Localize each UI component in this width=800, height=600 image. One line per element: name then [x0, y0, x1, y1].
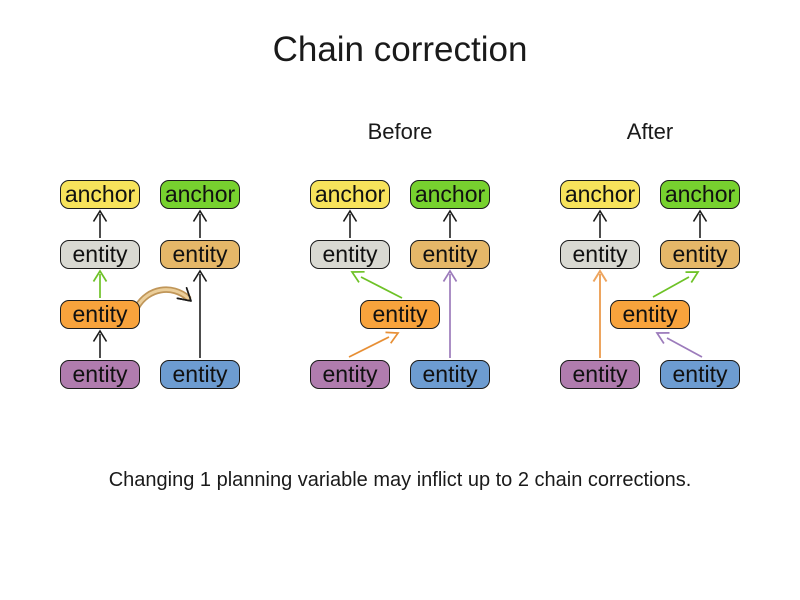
node-entity-orange: entity [360, 300, 440, 329]
node-anchor-green: anchor [410, 180, 490, 209]
curved-move-arrow [133, 286, 192, 311]
arrow-initial-gray-to-anchor [92, 209, 108, 238]
node-anchor-yellow: anchor [310, 180, 390, 209]
arrow-before-blue-to-tan [442, 269, 458, 358]
node-anchor-yellow: anchor [560, 180, 640, 209]
node-entity-gray: entity [310, 240, 390, 269]
arrow-before-gray-to-anchor [342, 209, 358, 238]
arrow-after-orange-to-tan [652, 271, 700, 298]
node-entity-purple: entity [560, 360, 640, 389]
label-before: Before [367, 119, 433, 144]
node-anchor-yellow: anchor [60, 180, 140, 209]
node-entity-tan: entity [660, 240, 740, 269]
arrow-after-gray-to-anchor [592, 209, 608, 238]
node-entity-orange: entity [610, 300, 690, 329]
node-anchor-green: anchor [160, 180, 240, 209]
node-anchor-green: anchor [660, 180, 740, 209]
page-title: Chain correction [272, 30, 528, 69]
arrow-before-purple-to-orange [348, 331, 400, 358]
node-entity-blue: entity [660, 360, 740, 389]
arrow-before-orange-to-gray [350, 270, 403, 299]
node-entity-tan: entity [160, 240, 240, 269]
node-entity-orange: entity [60, 300, 140, 329]
arrow-initial-tan-to-anchor [192, 209, 208, 238]
caption: Changing 1 planning variable may inflict… [108, 469, 692, 491]
node-entity-gray: entity [560, 240, 640, 269]
label-after: After [626, 119, 674, 144]
node-entity-purple: entity [60, 360, 140, 389]
arrow-initial-blue-to-tan [192, 269, 208, 358]
arrow-initial-purple-to-orange [92, 329, 108, 358]
arrow-before-tan-to-anchor [442, 209, 458, 238]
arrow-after-blue-to-orange [655, 332, 703, 358]
arrow-after-purple-to-gray [592, 269, 608, 358]
arrow-initial-orange-to-gray [92, 269, 108, 298]
arrow-after-tan-to-anchor [692, 209, 708, 238]
node-entity-purple: entity [310, 360, 390, 389]
node-entity-gray: entity [60, 240, 140, 269]
node-entity-blue: entity [410, 360, 490, 389]
node-entity-tan: entity [410, 240, 490, 269]
node-entity-blue: entity [160, 360, 240, 389]
